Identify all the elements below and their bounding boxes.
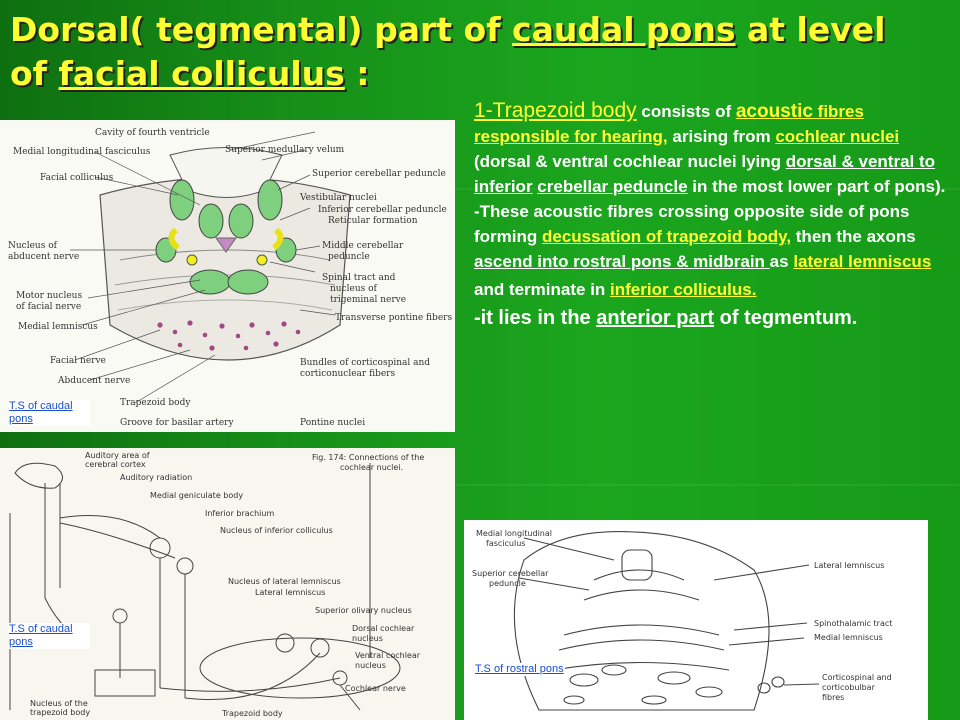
rostral-pons-diagram: Medial longitudinal fasciculus Superior … bbox=[472, 529, 892, 711]
svg-text:peduncle: peduncle bbox=[489, 579, 526, 588]
underline-ascend: ascend into rostral pons & midbrain bbox=[474, 252, 770, 271]
caudal-pons-diagram: Cavity of fourth ventricle Medial longit… bbox=[8, 128, 452, 428]
svg-text:Lateral lemniscus: Lateral lemniscus bbox=[255, 588, 325, 597]
svg-text:Trapezoid body: Trapezoid body bbox=[120, 398, 191, 408]
underline-anterior-part: anterior part bbox=[596, 307, 715, 329]
svg-text:Nucleus of lateral lemniscus: Nucleus of lateral lemniscus bbox=[228, 577, 341, 586]
trapezoid-body-description: 1-Trapezoid body consists of acoustic fi… bbox=[474, 98, 954, 332]
paragraph-decussation: -These acoustic fibres crossing opposite… bbox=[474, 199, 954, 305]
svg-text:Auditory radiation: Auditory radiation bbox=[120, 473, 192, 482]
text-span: as bbox=[769, 252, 794, 271]
svg-text:peduncle: peduncle bbox=[328, 252, 370, 262]
svg-text:Fig. 174: Connections of the: Fig. 174: Connections of the bbox=[312, 453, 424, 462]
text-span: (dorsal & ventral cochlear nuclei lying bbox=[474, 152, 786, 171]
svg-text:Abducent nerve: Abducent nerve bbox=[57, 376, 130, 386]
figure-cochlear-connections: Fig. 174: Connections of the cochlear nu… bbox=[0, 448, 455, 720]
svg-text:Nucleus of: Nucleus of bbox=[8, 241, 58, 251]
figure-caudal-pons: Cavity of fourth ventricle Medial longit… bbox=[0, 120, 455, 432]
svg-text:Trapezoid body: Trapezoid body bbox=[221, 709, 283, 718]
svg-text:fasciculus: fasciculus bbox=[486, 539, 525, 548]
underline-dorsal-ventral: dorsal & ventral to inferior bbox=[474, 152, 936, 196]
link-acoustic: acoustic bbox=[735, 101, 813, 122]
svg-text:Facial nerve: Facial nerve bbox=[50, 356, 106, 366]
text-span: consists of bbox=[636, 102, 736, 121]
title-text: at level of bbox=[10, 10, 886, 93]
svg-text:Superior cerebellar peduncle: Superior cerebellar peduncle bbox=[312, 169, 446, 179]
svg-text:cerebral cortex: cerebral cortex bbox=[85, 460, 146, 469]
svg-text:trapezoid body: trapezoid body bbox=[30, 708, 90, 717]
svg-text:trigeminal nerve: trigeminal nerve bbox=[330, 295, 406, 305]
svg-text:Nucleus of inferior colliculus: Nucleus of inferior colliculus bbox=[220, 526, 333, 535]
text-span: then the axons bbox=[791, 227, 916, 246]
svg-text:Pontine nuclei: Pontine nuclei bbox=[300, 418, 365, 428]
svg-text:Cochlear nerve: Cochlear nerve bbox=[345, 684, 406, 693]
title-text: : bbox=[344, 54, 370, 93]
svg-text:nucleus of: nucleus of bbox=[330, 284, 378, 294]
text-span: in the most lower part of pons). bbox=[687, 177, 946, 196]
caption-rostral-pons[interactable]: T.S of rostral pons bbox=[474, 663, 565, 676]
svg-text:Medial lemniscus: Medial lemniscus bbox=[18, 322, 98, 332]
caption-caudal-pons-1[interactable]: T.S of caudal pons bbox=[8, 400, 90, 426]
svg-text:abducent nerve: abducent nerve bbox=[8, 252, 79, 262]
svg-text:Ventral cochlear: Ventral cochlear bbox=[355, 651, 421, 660]
title-link-caudal-pons: caudal pons bbox=[512, 10, 736, 49]
svg-text:Motor nucleus: Motor nucleus bbox=[16, 291, 82, 301]
svg-text:Transverse pontine fibers: Transverse pontine fibers bbox=[335, 313, 452, 323]
svg-text:Dorsal cochlear: Dorsal cochlear bbox=[352, 624, 415, 633]
svg-text:Superior medullary velum: Superior medullary velum bbox=[225, 145, 345, 155]
svg-text:Medial longitudinal: Medial longitudinal bbox=[476, 529, 552, 538]
title-text: Dorsal( tegmental) part of bbox=[10, 10, 513, 49]
text-span: of tegmentum. bbox=[714, 307, 858, 329]
svg-text:Medial geniculate body: Medial geniculate body bbox=[150, 491, 243, 500]
svg-text:Superior olivary nucleus: Superior olivary nucleus bbox=[315, 606, 412, 615]
svg-text:Vestibular nuclei: Vestibular nuclei bbox=[299, 193, 377, 203]
paragraph-trapezoid-body: 1-Trapezoid body consists of acoustic fi… bbox=[474, 98, 954, 199]
link-lateral-lemniscus: lateral lemniscus bbox=[793, 252, 932, 271]
link-cochlear-nuclei: cochlear nuclei bbox=[775, 127, 900, 146]
text-span: arising from bbox=[667, 127, 776, 146]
svg-text:Bundles of corticospinal and: Bundles of corticospinal and bbox=[300, 358, 430, 368]
svg-text:Inferior brachium: Inferior brachium bbox=[205, 509, 274, 518]
paragraph-location: -it lies in the anterior part of tegment… bbox=[474, 305, 954, 332]
heading-trapezoid-body: 1-Trapezoid body bbox=[474, 99, 637, 122]
svg-text:Medial lemniscus: Medial lemniscus bbox=[814, 633, 883, 642]
svg-text:Spinothalamic tract: Spinothalamic tract bbox=[814, 619, 892, 628]
caption-caudal-pons-2[interactable]: T.S of caudal pons bbox=[8, 623, 90, 649]
slide-title: Dorsal( tegmental) part of caudal pons a… bbox=[10, 8, 910, 96]
text-span: -These acoustic fibres crossing opposite… bbox=[474, 202, 910, 246]
title-link-facial-colliculus: facial colliculus bbox=[58, 54, 345, 93]
link-decussation: decussation of trapezoid body, bbox=[542, 227, 792, 246]
svg-text:of facial nerve: of facial nerve bbox=[16, 302, 81, 312]
svg-text:Reticular formation: Reticular formation bbox=[328, 216, 418, 226]
cochlear-connections-diagram: Fig. 174: Connections of the cochlear nu… bbox=[9, 451, 424, 718]
svg-text:corticobulbar: corticobulbar bbox=[822, 683, 876, 692]
figure-rostral-pons: Medial longitudinal fasciculus Superior … bbox=[464, 520, 928, 720]
svg-text:Facial colliculus: Facial colliculus bbox=[40, 173, 114, 183]
text-span: and terminate in bbox=[474, 280, 611, 299]
svg-text:Groove for basilar artery: Groove for basilar artery bbox=[120, 418, 234, 428]
svg-text:Superior cerebellar: Superior cerebellar bbox=[472, 569, 549, 578]
link-inferior-colliculus: inferior colliculus. bbox=[610, 280, 757, 299]
svg-text:Medial longitudinal fasciculus: Medial longitudinal fasciculus bbox=[13, 147, 151, 157]
svg-text:Nucleus of the: Nucleus of the bbox=[30, 699, 88, 708]
svg-text:corticonuclear fibers: corticonuclear fibers bbox=[300, 369, 395, 379]
svg-text:Lateral lemniscus: Lateral lemniscus bbox=[814, 561, 884, 570]
svg-text:Inferior cerebellar peduncle: Inferior cerebellar peduncle bbox=[318, 205, 447, 215]
svg-text:nucleus: nucleus bbox=[352, 634, 383, 643]
svg-text:Middle cerebellar: Middle cerebellar bbox=[322, 241, 404, 251]
svg-text:Auditory area of: Auditory area of bbox=[85, 451, 150, 460]
svg-text:Spinal tract and: Spinal tract and bbox=[322, 273, 396, 283]
svg-text:Corticospinal and: Corticospinal and bbox=[822, 673, 892, 682]
svg-text:nucleus: nucleus bbox=[355, 661, 386, 670]
underline-crebellar-peduncle: crebellar peduncle bbox=[537, 177, 688, 196]
svg-text:Cavity of fourth ventricle: Cavity of fourth ventricle bbox=[95, 128, 210, 138]
link-hearing: fibres responsible for hearing, bbox=[474, 102, 864, 146]
svg-text:fibres: fibres bbox=[822, 693, 844, 702]
text-span: -it lies in the bbox=[474, 307, 597, 329]
svg-text:cochlear nuclei.: cochlear nuclei. bbox=[340, 463, 403, 472]
